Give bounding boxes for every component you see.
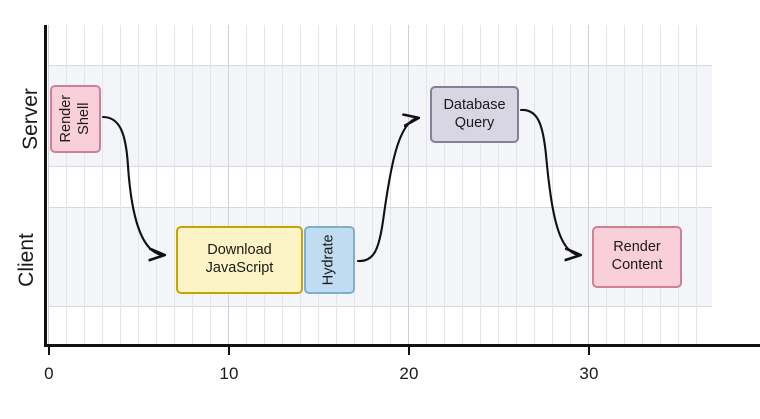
gridline-22 (444, 25, 445, 345)
gridline-6 (156, 25, 157, 345)
gridline-0 (48, 25, 49, 345)
gridline-19 (390, 25, 391, 345)
x-tick-10 (228, 346, 230, 355)
arrow-hydrate-to-database-query (356, 118, 418, 263)
gridline-5 (138, 25, 139, 345)
x-axis-line (44, 344, 760, 347)
arrow-render-shell-to-download-js (101, 115, 164, 255)
gridline-8 (192, 25, 193, 345)
x-tick-20 (408, 346, 410, 355)
task-hydrate[interactable]: Hydrate (304, 226, 355, 294)
x-tick-0 (48, 346, 50, 355)
gridline-27 (534, 25, 535, 345)
gridline-18 (372, 25, 373, 345)
row-label-server-text: Server (18, 88, 42, 150)
gridline-11 (246, 25, 247, 345)
gridline-4 (120, 25, 121, 345)
gridline-15 (318, 25, 319, 345)
x-tick-label-30: 30 (579, 364, 599, 383)
gridline-7 (174, 25, 175, 345)
x-tick-label-20: 20 (399, 364, 419, 383)
gridline-23 (462, 25, 463, 345)
gridline-10 (228, 25, 229, 345)
gridline-26 (516, 25, 517, 345)
gridline-28 (552, 25, 553, 345)
gridline-20 (408, 25, 409, 345)
x-tick-30 (588, 346, 590, 355)
gridline-1 (66, 25, 67, 345)
gridline-21 (426, 25, 427, 345)
gridline-2 (84, 25, 85, 345)
gridline-14 (300, 25, 301, 345)
gridline-35 (678, 25, 679, 345)
row-label-server: Server (0, 88, 44, 150)
gridline-16 (336, 25, 337, 345)
gridline-33 (642, 25, 643, 345)
gridline-36 (696, 25, 697, 345)
gridline-34 (660, 25, 661, 345)
gridline-12 (264, 25, 265, 345)
task-hydrate-label: Hydrate (320, 234, 337, 286)
gridline-32 (624, 25, 625, 345)
gridline-13 (282, 25, 283, 345)
row-label-client: Client (0, 233, 44, 287)
gridline-3 (102, 25, 103, 345)
gridline-25 (498, 25, 499, 345)
gridline-31 (606, 25, 607, 345)
gridline-17 (354, 25, 355, 345)
gridline-30 (588, 25, 589, 345)
band-server (48, 65, 712, 167)
arrow-database-query-to-render-content (519, 108, 580, 255)
row-label-client-text: Client (14, 233, 38, 287)
gridline-9 (210, 25, 211, 345)
y-axis-line (44, 25, 47, 347)
gridline-24 (480, 25, 481, 345)
x-tick-label-10: 10 (219, 364, 239, 383)
gridline-29 (570, 25, 571, 345)
x-tick-label-0: 0 (44, 364, 54, 383)
